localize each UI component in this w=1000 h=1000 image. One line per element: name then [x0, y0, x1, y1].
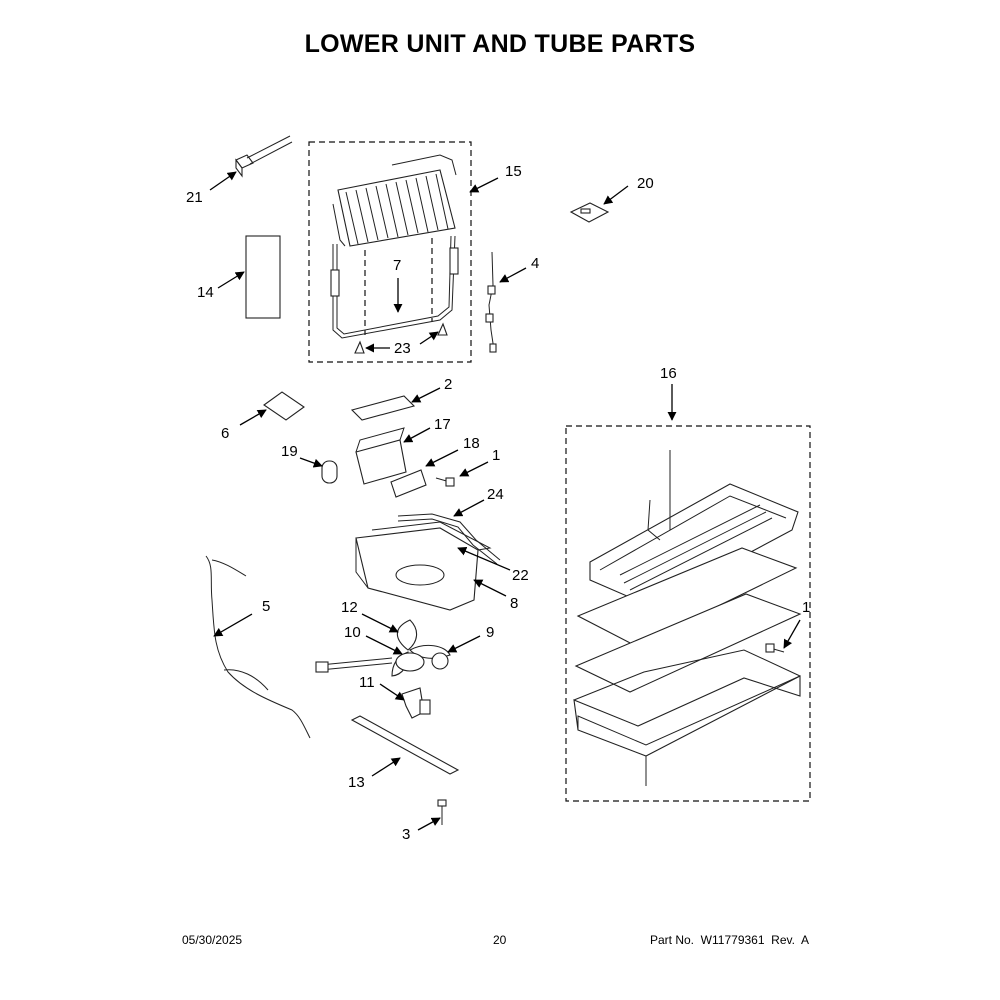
part-6-gasket — [263, 391, 305, 421]
part-14-insulation — [245, 235, 281, 319]
part-7-defrost-heater — [330, 235, 459, 339]
part-11-bracket-clip — [419, 699, 431, 715]
part-20-cover-tab — [580, 208, 591, 214]
part-17-bracket — [355, 439, 407, 485]
callout-19: 19 — [281, 443, 298, 460]
footer-page-number: 20 — [493, 933, 507, 947]
callout-13: 13 — [348, 774, 365, 791]
callout-18: 18 — [463, 435, 480, 452]
part-15-evaporator — [332, 154, 457, 335]
footer-date: 05/30/2025 — [182, 933, 243, 947]
callout-10: 10 — [344, 624, 361, 641]
part-10-fan-motor — [315, 652, 449, 673]
page-title: LOWER UNIT AND TUBE PARTS — [304, 30, 696, 58]
part-24-tube-inner — [397, 518, 498, 565]
callout-3: 3 — [402, 826, 410, 843]
callout-16: 16 — [660, 365, 677, 382]
callout-6: 6 — [221, 425, 229, 442]
part-13-strip — [350, 715, 460, 775]
part-19-spacer — [321, 460, 338, 484]
part-1-screw-lower — [765, 643, 785, 653]
leader-arrows — [209, 171, 801, 831]
callout-5: 5 — [262, 598, 270, 615]
callout-11: 11 — [359, 674, 375, 691]
part-4-thermostat-harness — [485, 251, 497, 353]
part-5-harness-branch-2 — [223, 669, 269, 691]
callout-15: 15 — [505, 163, 522, 180]
part-3-screw — [437, 799, 447, 825]
footer-part-number: Part No. W11779361 Rev. A — [650, 933, 809, 947]
callout-20: 20 — [637, 175, 654, 192]
callout-24: 24 — [487, 486, 504, 503]
callout-8: 8 — [510, 595, 518, 612]
callout-9: 9 — [486, 624, 494, 641]
callout-21: 21 — [186, 189, 203, 206]
callout-17: 17 — [434, 416, 451, 433]
drain-tube-assembly-group-box — [565, 425, 811, 802]
callout-22: 22 — [512, 567, 529, 584]
callout-4: 4 — [531, 255, 539, 272]
callout-14: 14 — [197, 284, 214, 301]
part-8-fan-shroud — [355, 521, 492, 611]
part-23-heater-clips — [354, 322, 448, 354]
part-24-tube — [397, 513, 501, 561]
part-2-cover — [350, 395, 416, 421]
part-1-screw-upper — [435, 477, 455, 487]
part-5-harness-branch — [211, 559, 247, 577]
callout-7: 7 — [393, 257, 401, 274]
part-16-drain-tray-assembly — [573, 450, 802, 786]
part-17-bracket-top — [355, 427, 405, 453]
callout-2: 2 — [444, 376, 452, 393]
part-18-plate — [390, 469, 427, 498]
callout-23: 23 — [394, 340, 411, 357]
evaporator-assembly-group-box — [308, 141, 472, 363]
callout-1-lower: 1 — [802, 599, 810, 616]
part-5-wire-harness — [205, 555, 311, 739]
callout-1-upper: 1 — [492, 447, 500, 464]
callout-12: 12 — [341, 599, 358, 616]
part-21-tube-clip — [235, 135, 293, 178]
part-11-motor-bracket — [401, 687, 425, 719]
